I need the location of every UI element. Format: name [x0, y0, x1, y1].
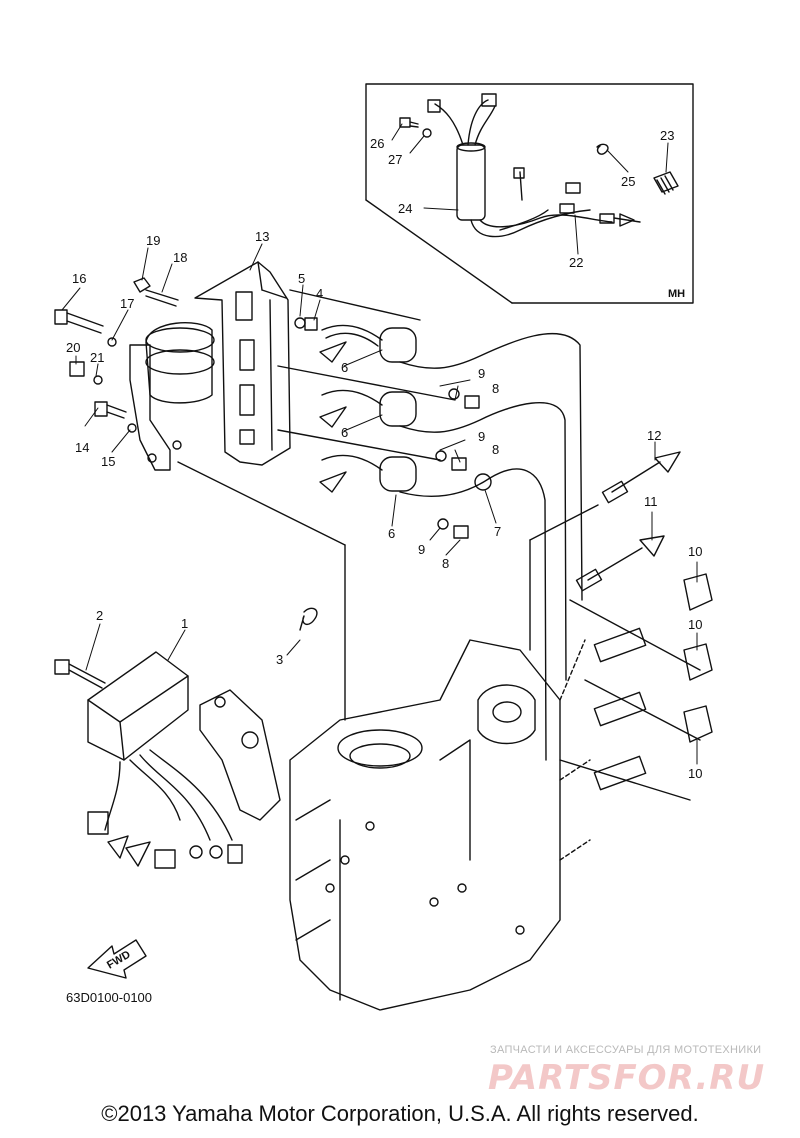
bracket-assembly	[129, 261, 291, 471]
callout-3: 3	[276, 652, 283, 667]
callout-15: 15	[101, 454, 115, 469]
callout-20: 20	[66, 340, 80, 355]
coil-middle	[319, 389, 567, 681]
inset-bolt-icon	[399, 117, 432, 138]
callout-23: 23	[660, 128, 674, 143]
callout-22: 22	[569, 255, 583, 270]
watermark-caption: ЗАПЧАСТИ И АКСЕССУАРЫ ДЛЯ МОТОТЕХНИКИ	[490, 1044, 762, 1056]
callout-9a: 9	[478, 366, 485, 381]
copyright-notice: ©2013 Yamaha Motor Corporation, U.S.A. A…	[101, 1101, 699, 1126]
mount-bracket	[199, 689, 281, 821]
callout-26: 26	[370, 136, 384, 151]
spark-plugs	[593, 573, 713, 791]
fwd-arrow-icon	[87, 939, 147, 979]
callout-labels: 1 2 3 4 5 6 6 6 7 8 8 8 9 9 9 10 10 10 1…	[66, 128, 702, 1005]
callout-8c: 8	[442, 556, 449, 571]
callout-10c: 10	[688, 766, 702, 781]
callout-16: 16	[72, 271, 86, 286]
engine-block	[289, 639, 591, 1011]
inset-tag: MH	[668, 288, 685, 300]
callout-9b: 9	[478, 429, 485, 444]
callout-6c: 6	[388, 526, 395, 541]
plug-leads	[575, 451, 681, 592]
callout-11: 11	[644, 494, 658, 509]
inset-clip-icon	[596, 143, 679, 195]
cdi-unit	[54, 651, 243, 869]
leader-lines	[61, 123, 698, 765]
callout-9c: 9	[418, 542, 425, 557]
callout-5: 5	[298, 271, 305, 286]
callout-8a: 8	[492, 381, 499, 396]
callout-10a: 10	[688, 544, 702, 559]
callout-17: 17	[120, 296, 134, 311]
clip-icon	[299, 607, 318, 631]
coil-top	[294, 317, 583, 601]
callout-18: 18	[173, 250, 187, 265]
callout-1: 1	[181, 616, 188, 631]
callout-6a: 6	[341, 360, 348, 375]
watermark-logo: PARTSFOR.RU	[488, 1058, 766, 1098]
callout-6b: 6	[341, 425, 348, 440]
inset-coil-icon	[427, 93, 641, 238]
callout-19: 19	[146, 233, 160, 248]
coil-bottom	[319, 454, 547, 761]
inset-mh-box	[365, 83, 694, 304]
callout-7: 7	[494, 524, 501, 539]
part-code: 63D0100-0100	[66, 990, 152, 1005]
callout-12: 12	[647, 428, 661, 443]
callout-27: 27	[388, 152, 402, 167]
guide-lines	[177, 289, 701, 801]
callout-14: 14	[75, 440, 89, 455]
callout-10b: 10	[688, 617, 702, 632]
callout-4: 4	[316, 286, 323, 301]
bolt-icons	[54, 277, 179, 433]
callout-24: 24	[398, 201, 412, 216]
callout-21: 21	[90, 350, 104, 365]
callout-25: 25	[621, 174, 635, 189]
fwd-label: FWD	[105, 949, 133, 972]
callout-8b: 8	[492, 442, 499, 457]
callout-13: 13	[255, 229, 269, 244]
callout-2: 2	[96, 608, 103, 623]
